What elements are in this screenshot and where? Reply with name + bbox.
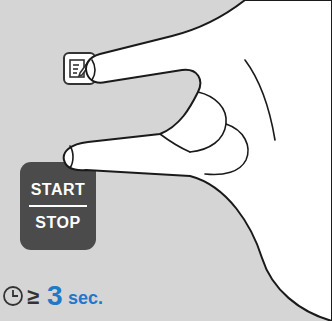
start-stop-button: START STOP [20, 162, 96, 250]
duration-text: 3 [47, 280, 63, 312]
hand [64, 0, 332, 321]
clock-icon [4, 287, 22, 305]
finger-lines [70, 60, 275, 174]
button-label: START [31, 181, 86, 199]
divider-line [29, 205, 87, 207]
duration-text: sec. [68, 288, 103, 309]
button-label: STOP [35, 214, 80, 232]
duration-text: ≥ [27, 284, 39, 310]
